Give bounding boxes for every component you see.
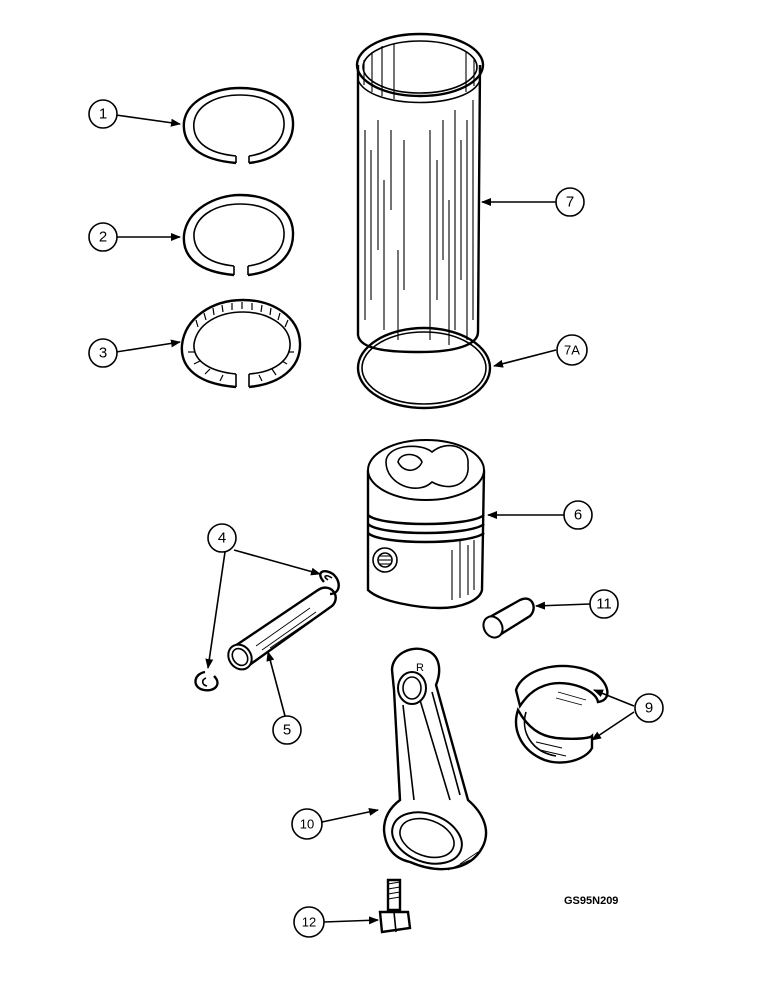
piston-ring-top	[182, 86, 295, 165]
callout-3: 3	[88, 338, 118, 368]
callout-7a: 7A	[556, 334, 588, 366]
callout-10: 10	[291, 808, 323, 840]
callout-1: 1	[88, 99, 118, 129]
bearing-shell-lower	[514, 707, 594, 764]
piston-ring-second	[182, 193, 295, 277]
svg-text:4: 4	[218, 530, 226, 547]
callout-11: 11	[589, 589, 619, 619]
retaining-clip-lower	[194, 670, 219, 692]
piston-pin	[227, 586, 337, 671]
callout-5: 5	[272, 715, 302, 745]
svg-text:9: 9	[645, 700, 653, 717]
leader-arrows	[115, 114, 635, 925]
svg-text:1: 1	[99, 106, 107, 123]
svg-text:11: 11	[596, 596, 612, 613]
svg-text:6: 6	[574, 507, 582, 524]
svg-text:5: 5	[283, 722, 291, 739]
small-end-bushing	[482, 597, 535, 639]
svg-text:7: 7	[566, 194, 574, 211]
retaining-clip-upper	[319, 570, 340, 596]
callout-12: 12	[293, 906, 325, 938]
callout-7: 7	[555, 187, 585, 217]
connecting-rod-bolt	[378, 878, 412, 934]
connecting-rod: R	[382, 647, 488, 871]
callout-4: 4	[207, 523, 237, 553]
svg-text:12: 12	[302, 915, 316, 930]
svg-text:10: 10	[300, 817, 314, 832]
piston	[366, 439, 486, 610]
callout-2: 2	[88, 222, 118, 252]
bearing-shell-upper	[514, 664, 609, 709]
oil-control-ring	[180, 298, 302, 389]
sleeve-o-ring	[356, 326, 492, 410]
drawing-code: GS95N209	[564, 895, 618, 907]
cylinder-sleeve	[355, 32, 485, 354]
svg-text:2: 2	[99, 229, 107, 246]
callout-9: 9	[634, 693, 664, 723]
svg-text:3: 3	[99, 345, 107, 362]
svg-text:7A: 7A	[564, 343, 580, 358]
callout-6: 6	[563, 500, 593, 530]
svg-text:R: R	[416, 662, 424, 674]
